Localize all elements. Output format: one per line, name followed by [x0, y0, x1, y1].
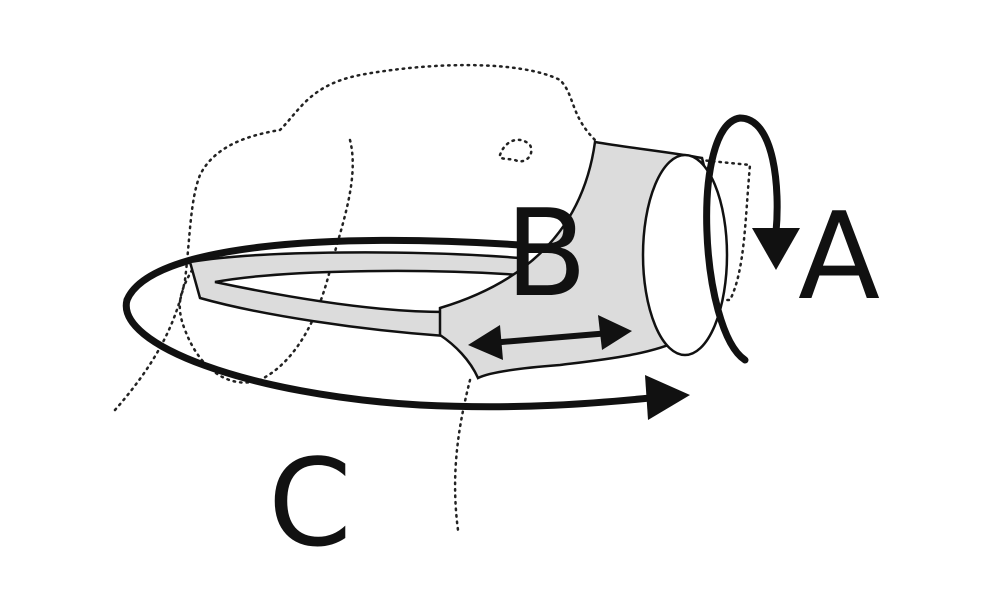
rotation-arrow-c	[122, 296, 654, 411]
label-a: A	[798, 188, 880, 327]
arrowhead-c-icon	[645, 375, 690, 420]
rotation-arrow-a	[703, 114, 781, 364]
label-c: C	[268, 435, 352, 574]
adjust-arrow-b	[489, 330, 611, 346]
headband-strap	[188, 251, 522, 338]
head-outline	[113, 63, 752, 532]
device-opening	[641, 153, 729, 357]
rotation-arrow-c-back	[123, 236, 524, 304]
arrowhead-b-right-icon	[598, 315, 632, 350]
arrowhead-b-left-icon	[468, 325, 503, 360]
label-b: B	[505, 185, 587, 324]
arrowhead-a-icon	[752, 228, 800, 270]
